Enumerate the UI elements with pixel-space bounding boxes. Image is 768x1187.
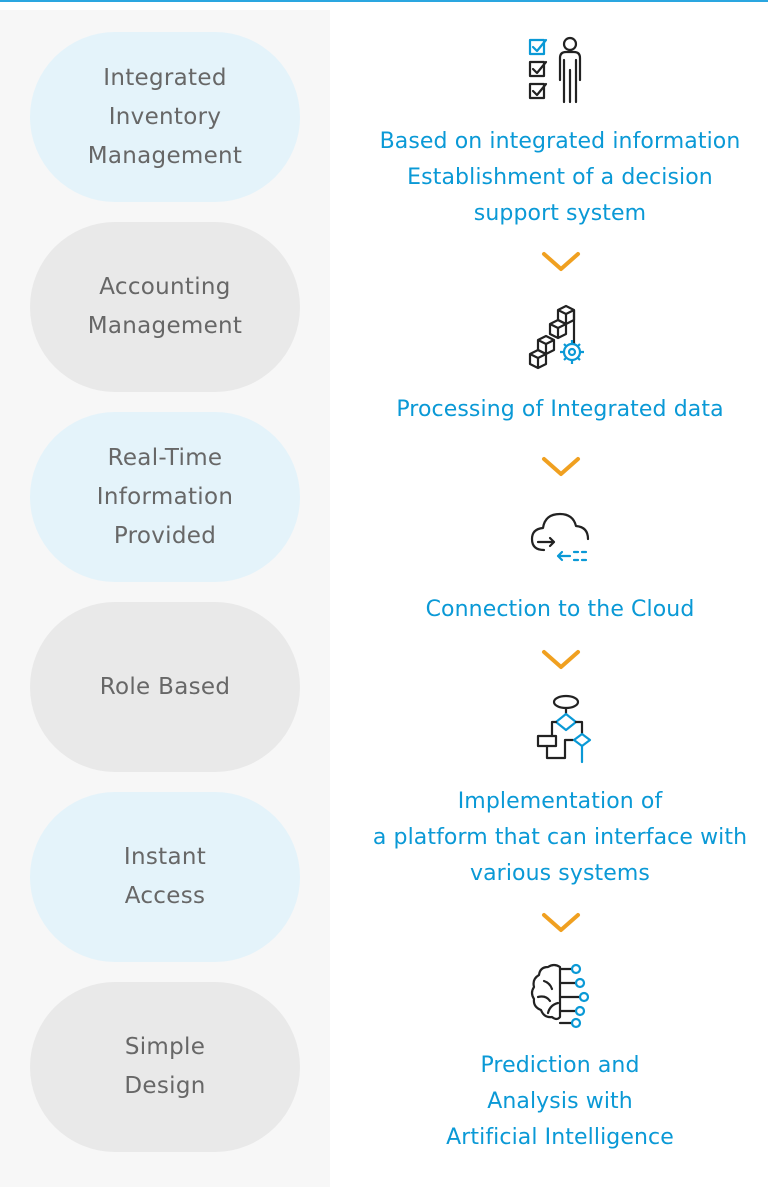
feature-pill-real-time: Real-Time Information Provided [30, 412, 300, 582]
step-text-processing: Processing of Integrated data [396, 397, 724, 422]
feature-label: Simple Design [124, 1034, 206, 1099]
ai-brain-icon [520, 955, 600, 1035]
checklist-person-icon [520, 30, 600, 110]
feature-pill-role-based: Role Based [30, 602, 300, 772]
feature-label: Real-Time Information Provided [96, 444, 234, 549]
feature-label: Integrated Inventory Management [87, 64, 243, 169]
chevron-down-icon [540, 910, 582, 934]
chevron-down-icon [540, 647, 582, 671]
step-text-ai: Prediction and Analysis with Artificial … [446, 1053, 674, 1150]
feature-label: Instant Access [123, 844, 207, 909]
feature-label: Accounting Management [87, 274, 243, 339]
flowchart-icon [520, 690, 600, 770]
top-rule [0, 0, 768, 2]
chevron-down-icon [540, 249, 582, 273]
cloud-connection-icon [520, 498, 600, 578]
feature-pill-accounting: Accounting Management [30, 222, 300, 392]
feature-pill-simple-design: Simple Design [30, 982, 300, 1152]
step-text-cloud: Connection to the Cloud [425, 597, 695, 622]
feature-label: Role Based [99, 673, 231, 700]
blocks-gear-icon [520, 298, 600, 378]
step-text-platform: Implementation of a platform that can in… [372, 789, 748, 886]
chevron-down-icon [540, 454, 582, 478]
step-text-decision-support: Based on integrated information Establis… [379, 129, 741, 226]
feature-pill-integrated-inventory: Integrated Inventory Management [30, 32, 300, 202]
feature-pill-instant-access: Instant Access [30, 792, 300, 962]
